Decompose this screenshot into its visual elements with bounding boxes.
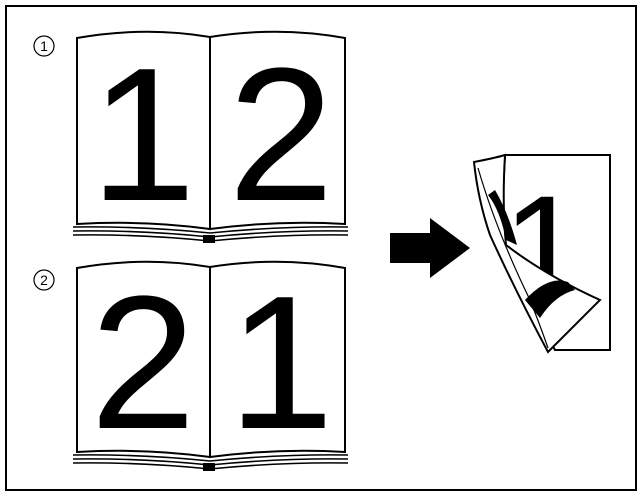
book-2-left-numeral: 2 — [90, 257, 196, 469]
marker-2-label: 2 — [40, 272, 48, 288]
open-book-2: 2 1 — [73, 257, 348, 471]
book-1-left-numeral: 1 — [90, 29, 196, 241]
marker-1: 1 — [34, 36, 54, 56]
marker-2: 2 — [34, 270, 54, 290]
book-2-right-numeral: 1 — [228, 257, 334, 469]
marker-1-label: 1 — [40, 38, 48, 54]
book-1-right-numeral: 2 — [228, 29, 334, 241]
open-book-1: 1 2 — [73, 29, 348, 243]
